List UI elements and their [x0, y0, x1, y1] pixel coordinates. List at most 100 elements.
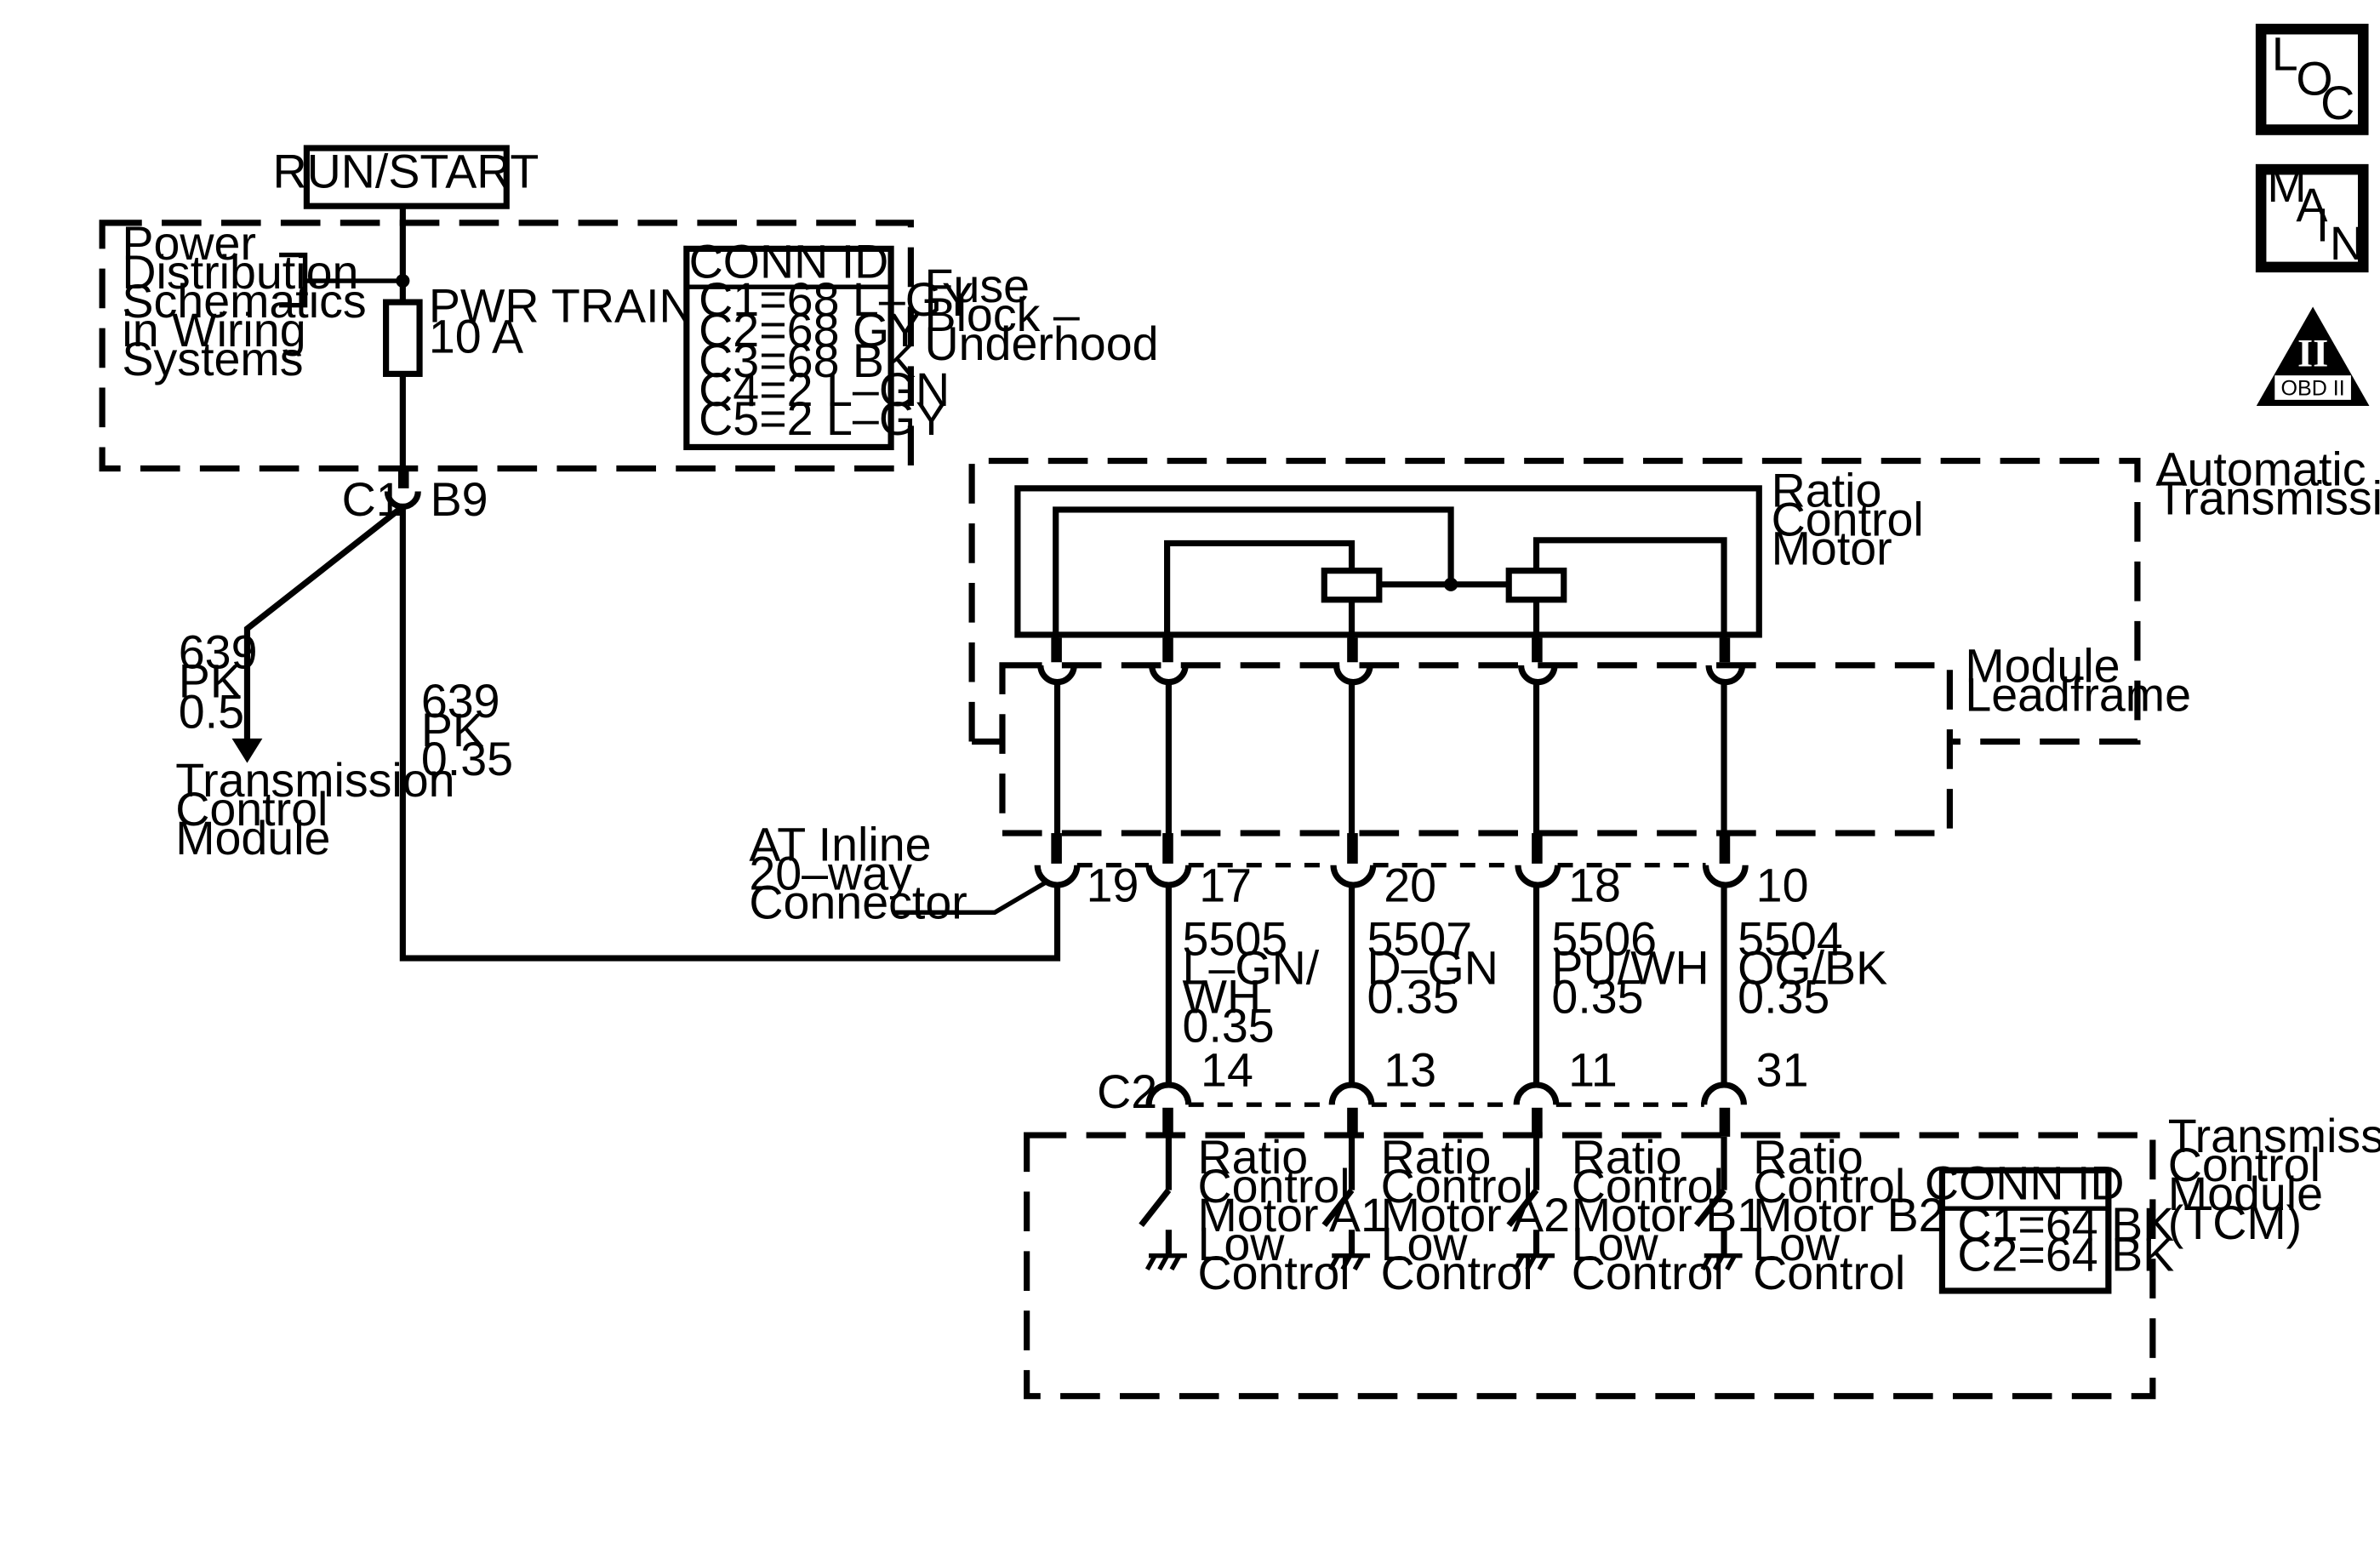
low-control-a1-label: Ratio Control Motor A1 Low Control — [1197, 1131, 1386, 1299]
low-a2-line-4: Low — [1381, 1218, 1469, 1270]
obd-ii-icon[interactable]: II OBD II — [2256, 306, 2370, 407]
low-control-a2-label: Ratio Control Motor A2 Low Control — [1381, 1131, 1570, 1299]
fuse-conn-row-5: C5=2 L–GY — [699, 392, 947, 445]
pds-line-1: Power — [122, 217, 256, 270]
low-b1-line-4: Low — [1572, 1218, 1659, 1270]
fuse-conn-id-table: CONN ID C1=68 L–GY C2=68 GY C3=68 BK C4=… — [683, 235, 973, 451]
run-start-label: RUN/START — [272, 146, 539, 198]
obd-roman: II — [2297, 331, 2328, 375]
tcm-label-1: Transmission — [2168, 1110, 2380, 1162]
inline-connector-leader — [893, 880, 1048, 915]
leadframe-label-1: Module — [1965, 640, 2120, 693]
motor-center-tap — [1444, 577, 1458, 591]
circuit-5506-number: 5506 — [1551, 912, 1657, 965]
low-a2-line-2: Control — [1381, 1160, 1533, 1213]
circuit-5505-color-1: L–GN/ — [1183, 942, 1320, 995]
circuit-5504-size: 0.35 — [1738, 971, 1829, 1024]
c1-label: C1 — [342, 473, 402, 526]
low-b2-line-1: Ratio — [1753, 1131, 1863, 1184]
inline-connector-label-1: AT Inline — [749, 818, 931, 870]
inline-pin-19: 19 — [1087, 859, 1139, 912]
inline-pin-17: 17 — [1199, 859, 1252, 912]
pds-line-4: in Wiring — [122, 304, 305, 357]
loc-letter-c: C — [2320, 77, 2354, 129]
circuit-5507-number: 5507 — [1367, 912, 1472, 965]
tcm-conn-row-1: C1=64 BK — [1957, 1198, 2174, 1251]
tcm-conn-id-title: CONN ID — [1925, 1156, 2125, 1209]
low-b2-line-3: Motor B2 — [1753, 1189, 1945, 1241]
c2-label: C2 — [1097, 1065, 1157, 1118]
switch-b2 — [1693, 1136, 1743, 1271]
main-letter-m: M — [2267, 159, 2306, 212]
low-a2-line-1: Ratio — [1381, 1131, 1492, 1184]
fuse-conn-row-4: C4=2 L–GN — [699, 363, 950, 416]
fuse-conn-row-1: C1=68 L–GY — [699, 273, 973, 326]
fuse-block-outline — [99, 220, 914, 472]
obd-label: OBD II — [2280, 376, 2344, 400]
low-b1-line-2: Control — [1572, 1160, 1724, 1213]
ratio-motor-label-1: Ratio — [1772, 464, 1882, 517]
low-a1-line-1: Ratio — [1197, 1131, 1308, 1184]
c2-pin-14: 14 — [1201, 1044, 1253, 1097]
leadframe-to-inline-wires — [1053, 682, 1727, 836]
circuit-5507-size: 0.35 — [1367, 971, 1458, 1024]
tcm-ref-line-3: Module — [175, 812, 330, 865]
auto-trans-outline — [968, 457, 2141, 745]
low-a2-line-5: Control — [1381, 1247, 1533, 1299]
inline-connector-label-2: 20–way — [749, 847, 912, 899]
tcm-feed-wire — [243, 504, 405, 740]
loc-letter-l: L — [2272, 28, 2298, 81]
fuse-block-label-1: Fuse — [925, 260, 1030, 312]
low-a1-line-4: Low — [1197, 1218, 1285, 1270]
switch-a2 — [1321, 1136, 1371, 1271]
auto-trans-label-1: Automatic — [2155, 442, 2366, 495]
fuse-conn-id-title: CONN ID — [689, 235, 889, 288]
tcm-label-4: (TCM) — [2168, 1196, 2302, 1249]
pds-line-5: Systems — [122, 333, 303, 385]
module-leadframe-outline — [999, 662, 1953, 836]
pds-line-3: Schematics — [122, 275, 366, 328]
main-letter-n: N — [2330, 217, 2364, 270]
main-letter-i: I — [2316, 198, 2329, 251]
tcm-feed-color: PK — [179, 654, 242, 707]
tcm-conn-id-table: CONN ID C1=64 BK C2=64 BK — [1925, 1156, 2174, 1294]
fuse-block-label-2: Block – — [925, 288, 1080, 341]
circuit-5506-color: PU/WH — [1551, 942, 1709, 995]
circuit-5504-color: OG/BK — [1738, 942, 1887, 995]
tcm-outline — [1024, 1132, 2156, 1400]
circuit-5505-number: 5505 — [1183, 912, 1288, 965]
c1-pin-label: B9 — [431, 473, 488, 526]
splice-dot — [396, 273, 410, 288]
tcm-conn-row-2: C2=64 BK — [1957, 1229, 2174, 1281]
c2-pin-31: 31 — [1756, 1044, 1809, 1097]
leadframe-connectors — [1037, 637, 1746, 686]
low-b1-line-5: Control — [1572, 1247, 1724, 1299]
loc-letter-o: O — [2296, 52, 2332, 105]
circuit-5506-labels: 5506 PU/WH 0.35 — [1551, 912, 1709, 1023]
c1-pin-body — [397, 466, 409, 488]
switch-a1 — [1139, 1136, 1187, 1271]
inline-pin-20: 20 — [1384, 859, 1436, 912]
main-feed-circuit: 639 — [421, 675, 500, 728]
power-distribution-note: Power Distribution Schematics in Wiring … — [122, 217, 366, 385]
circuit-5504-labels: 5504 OG/BK 0.35 — [1738, 912, 1887, 1023]
low-a1-line-3: Motor A1 — [1197, 1189, 1386, 1241]
fuse-name-label: PWR TRAIN — [429, 279, 693, 332]
main-button[interactable]: M A I N — [2255, 159, 2369, 273]
fuse-conn-row-2: C2=68 GY — [699, 304, 921, 357]
inline-pin-10: 10 — [1756, 859, 1809, 912]
motor-winding-a — [1321, 568, 1383, 603]
loc-button[interactable]: L O C — [2255, 23, 2369, 135]
inline-connector-label-3: Connector — [749, 876, 967, 928]
fuse-conn-row-3: C3=68 BK — [699, 334, 916, 387]
low-b1-line-1: Ratio — [1572, 1131, 1682, 1184]
circuit-5505-color-2: WH — [1183, 971, 1262, 1024]
tcm-feed-circuit: 639 — [179, 625, 258, 678]
main-feed-wire — [399, 506, 1061, 962]
fuse-block-label-3: Underhood — [925, 317, 1159, 370]
switch-b1 — [1506, 1136, 1555, 1271]
inline-pin-18: 18 — [1568, 859, 1621, 912]
circuit-5507-color: D–GN — [1367, 942, 1498, 995]
tcm-label-2: Control — [2168, 1139, 2320, 1191]
low-b2-line-4: Low — [1753, 1218, 1841, 1270]
